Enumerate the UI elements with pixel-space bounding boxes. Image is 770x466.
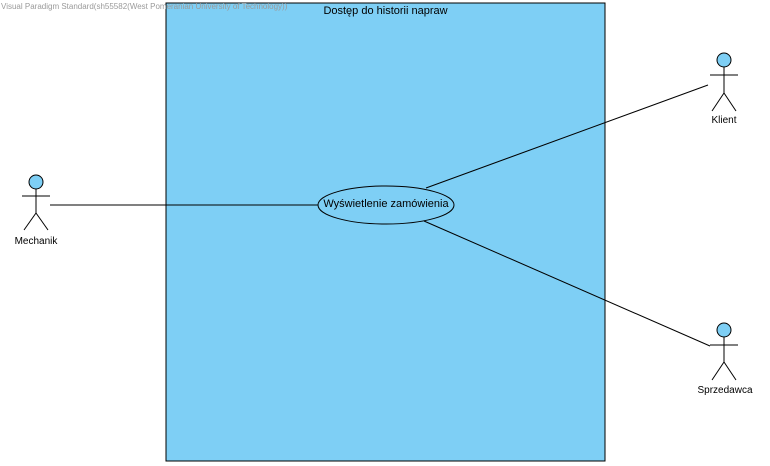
actor-label-sprzedawca: Sprzedawca bbox=[697, 385, 753, 396]
use-case-label: Wyświetlenie zamówienia bbox=[323, 198, 449, 210]
actor-head bbox=[716, 52, 732, 68]
actor-mechanik[interactable] bbox=[22, 174, 50, 231]
watermark-text: Visual Paradigm Standard(sh55582(West Po… bbox=[1, 2, 288, 11]
use-case-ellipse[interactable] bbox=[317, 185, 455, 225]
association-sprzedawca bbox=[423, 220, 711, 347]
actor-label-mechanik: Mechanik bbox=[14, 236, 58, 247]
actor-head bbox=[716, 322, 732, 338]
actor-head bbox=[28, 174, 44, 190]
actor-klient[interactable] bbox=[710, 52, 738, 112]
actor-label-klient: Klient bbox=[711, 115, 737, 126]
actor-sprzedawca[interactable] bbox=[710, 322, 738, 381]
association-klient bbox=[425, 84, 709, 189]
system-title: Dostęp do historii napraw bbox=[323, 5, 448, 17]
system-boundary bbox=[165, 2, 606, 462]
